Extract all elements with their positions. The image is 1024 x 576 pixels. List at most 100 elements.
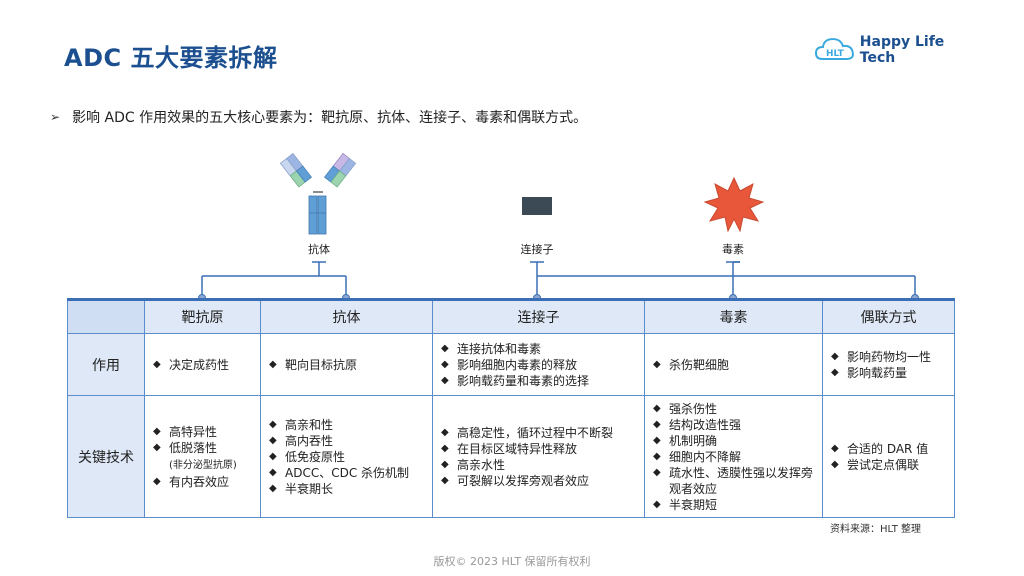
- diamond-bullet-icon: ◆: [653, 466, 661, 478]
- connector-lines: [201, 261, 916, 296]
- list-item: ◆尝试定点偶联: [831, 457, 946, 473]
- table-cell: ◆杀伤靶细胞: [644, 333, 823, 396]
- item-content: 机制明确: [669, 433, 717, 449]
- item-content: 强杀伤性: [669, 401, 717, 417]
- item-subtext: (非分泌型抗原): [169, 459, 237, 471]
- item-content: 高内吞性: [285, 433, 333, 449]
- diamond-bullet-icon: ◆: [653, 434, 661, 446]
- table-cell: ◆ 合适的 DAR 值◆尝试定点偶联: [822, 395, 955, 518]
- item-content: 有内吞效应: [169, 474, 229, 490]
- item-text: 高特异性: [169, 424, 218, 439]
- table-cell: ◆高稳定性，循环过程中不断裂◆在目标区域特异性释放◆高亲水性◆可裂解以发挥旁观者…: [432, 395, 645, 518]
- item-content: 影响细胞内毒素的释放: [457, 357, 577, 373]
- table-corner-cell: [67, 298, 145, 334]
- diamond-bullet-icon: ◆: [441, 426, 449, 438]
- toxin-label: 毒素: [722, 243, 744, 256]
- cell-list: ◆强杀伤性◆结构改造性强◆机制明确◆细胞内不降解◆疏水性、透膜性强以发挥旁观者效…: [653, 401, 814, 513]
- linker-icon: [522, 197, 552, 215]
- diamond-bullet-icon: ◆: [153, 441, 161, 453]
- diamond-bullet-icon: ◆: [269, 434, 277, 446]
- item-text: 合适的 DAR 值: [847, 441, 929, 456]
- diamond-bullet-icon: ◆: [653, 402, 661, 414]
- diamond-bullet-icon: ◆: [153, 358, 161, 370]
- list-item: ◆影响载药量: [831, 365, 946, 381]
- item-content: 连接抗体和毒素: [457, 341, 541, 357]
- diamond-bullet-icon: ◆: [441, 474, 449, 486]
- item-content: 疏水性、透膜性强以发挥旁观者效应: [669, 465, 814, 497]
- cell-list: ◆ 高特异性 ◆ 低脱落性 (非分泌型抗原) ◆有内吞效应: [153, 424, 252, 490]
- table-row: 关键技术◆高特异性◆低脱落性(非分泌型抗原)◆有内吞效应◆高亲和性◆高内吞性◆低…: [67, 395, 955, 518]
- item-text: 疏水性、透膜性强以发挥旁观者效应: [669, 465, 814, 496]
- diamond-bullet-icon: ◆: [831, 350, 839, 362]
- list-item: ◆影响细胞内毒素的释放: [441, 357, 636, 373]
- list-item: ◆在目标区域特异性释放: [441, 441, 636, 457]
- item-content: ADCC、CDC 杀伤机制: [285, 465, 409, 481]
- item-text: 在目标区域特异性释放: [457, 441, 578, 456]
- item-text: 决定成药性: [169, 357, 230, 372]
- item-text: 机制明确: [669, 433, 718, 448]
- list-item: ◆有内吞效应: [153, 474, 252, 490]
- linker-label: 连接子: [520, 243, 554, 256]
- arrow-bullet-icon: ➢: [50, 110, 61, 124]
- row-header: 关键技术: [67, 395, 145, 518]
- diamond-bullet-icon: ◆: [269, 450, 277, 462]
- cell-list: ◆ 合适的 DAR 值◆尝试定点偶联: [831, 441, 946, 473]
- list-item: ◆ 强杀伤性: [653, 401, 814, 417]
- diamond-bullet-icon: ◆: [153, 425, 161, 437]
- list-item: ◆影响载药量和毒素的选择: [441, 373, 636, 389]
- component-diagram: [198, 152, 919, 302]
- item-text: ADCC、CDC 杀伤机制: [285, 465, 410, 480]
- list-item: ◆杀伤靶细胞: [653, 357, 814, 373]
- item-content: 尝试定点偶联: [847, 457, 919, 473]
- source-note: 资料来源：HLT 整理: [830, 524, 922, 535]
- toxin-star-icon: [703, 176, 765, 233]
- item-content: 半衰期短: [669, 497, 717, 513]
- item-text: 半衰期短: [669, 497, 718, 512]
- diamond-bullet-icon: ◆: [653, 418, 661, 430]
- item-text: 低脱落性: [169, 440, 218, 455]
- item-content: 低免疫原性: [285, 449, 345, 465]
- column-header: 毒素: [644, 298, 823, 334]
- item-content: 合适的 DAR 值: [847, 441, 928, 457]
- diamond-bullet-icon: ◆: [831, 442, 839, 454]
- table-cell: ◆ 连接抗体和毒素◆影响细胞内毒素的释放◆影响载药量和毒素的选择: [432, 333, 645, 396]
- list-item: ◆ 低免疫原性: [269, 449, 424, 465]
- item-content: 可裂解以发挥旁观者效应: [457, 473, 589, 489]
- diamond-bullet-icon: ◆: [441, 342, 449, 354]
- item-text: 影响载药量和毒素的选择: [457, 373, 590, 388]
- table-cell: ◆高亲和性◆高内吞性◆低免疫原性◆ADCC、CDC 杀伤机制◆半衰期长: [260, 395, 433, 518]
- column-header: 靶抗原: [144, 298, 261, 334]
- item-text: 高亲水性: [457, 457, 506, 472]
- list-item: ◆高亲和性: [269, 417, 424, 433]
- list-item: ◆ 影响药物均一性: [831, 349, 946, 365]
- page-title: ADC 五大要素拆解: [64, 44, 278, 72]
- cell-list: ◆ 连接抗体和毒素◆影响细胞内毒素的释放◆影响载药量和毒素的选择: [441, 341, 636, 389]
- column-header: 偶联方式: [822, 298, 955, 334]
- copyright-footer: 版权© 2023 HLT 保留所有权利: [433, 555, 591, 568]
- list-item: ◆高稳定性，循环过程中不断裂: [441, 425, 636, 441]
- cloud-logo-icon: HLT: [814, 38, 854, 60]
- item-text: 低免疫原性: [285, 449, 346, 464]
- row-header: 作用: [67, 333, 145, 396]
- adc-elements-table: 靶抗原 抗体 连接子 毒素 偶联方式 作用 ◆ 决定成药性 ◆ 靶向目标抗原 ◆ 连接抗体和…: [67, 298, 955, 518]
- list-item: ◆ ADCC、CDC 杀伤机制: [269, 465, 424, 481]
- item-content: 靶向目标抗原: [285, 357, 357, 373]
- diamond-bullet-icon: ◆: [269, 482, 277, 494]
- diamond-bullet-icon: ◆: [269, 418, 277, 430]
- item-text: 连接抗体和毒素: [457, 341, 542, 356]
- table-header-row: 靶抗原 抗体 连接子 毒素 偶联方式: [67, 298, 955, 334]
- table-cell: ◆ 高特异性 ◆ 低脱落性 (非分泌型抗原) ◆有内吞效应: [144, 395, 261, 518]
- antibody-label: 抗体: [308, 243, 330, 256]
- item-content: 结构改造性强: [669, 417, 741, 433]
- list-item: ◆ 机制明确: [653, 433, 814, 449]
- diamond-bullet-icon: ◆: [269, 466, 277, 478]
- item-text: 有内吞效应: [169, 474, 230, 489]
- diamond-bullet-icon: ◆: [441, 458, 449, 470]
- list-item: ◆ 决定成药性: [153, 357, 252, 373]
- table-cell: ◆强杀伤性◆结构改造性强◆机制明确◆细胞内不降解◆疏水性、透膜性强以发挥旁观者效…: [644, 395, 823, 518]
- item-content: 低脱落性 (非分泌型抗原): [169, 440, 237, 474]
- list-item: ◆ 合适的 DAR 值: [831, 441, 946, 457]
- item-text: 影响药物均一性: [847, 349, 932, 364]
- list-item: ◆ 高亲水性: [441, 457, 636, 473]
- summary-text: 影响 ADC 作用效果的五大核心要素为：靶抗原、抗体、连接子、毒素和偶联方式。: [72, 110, 588, 126]
